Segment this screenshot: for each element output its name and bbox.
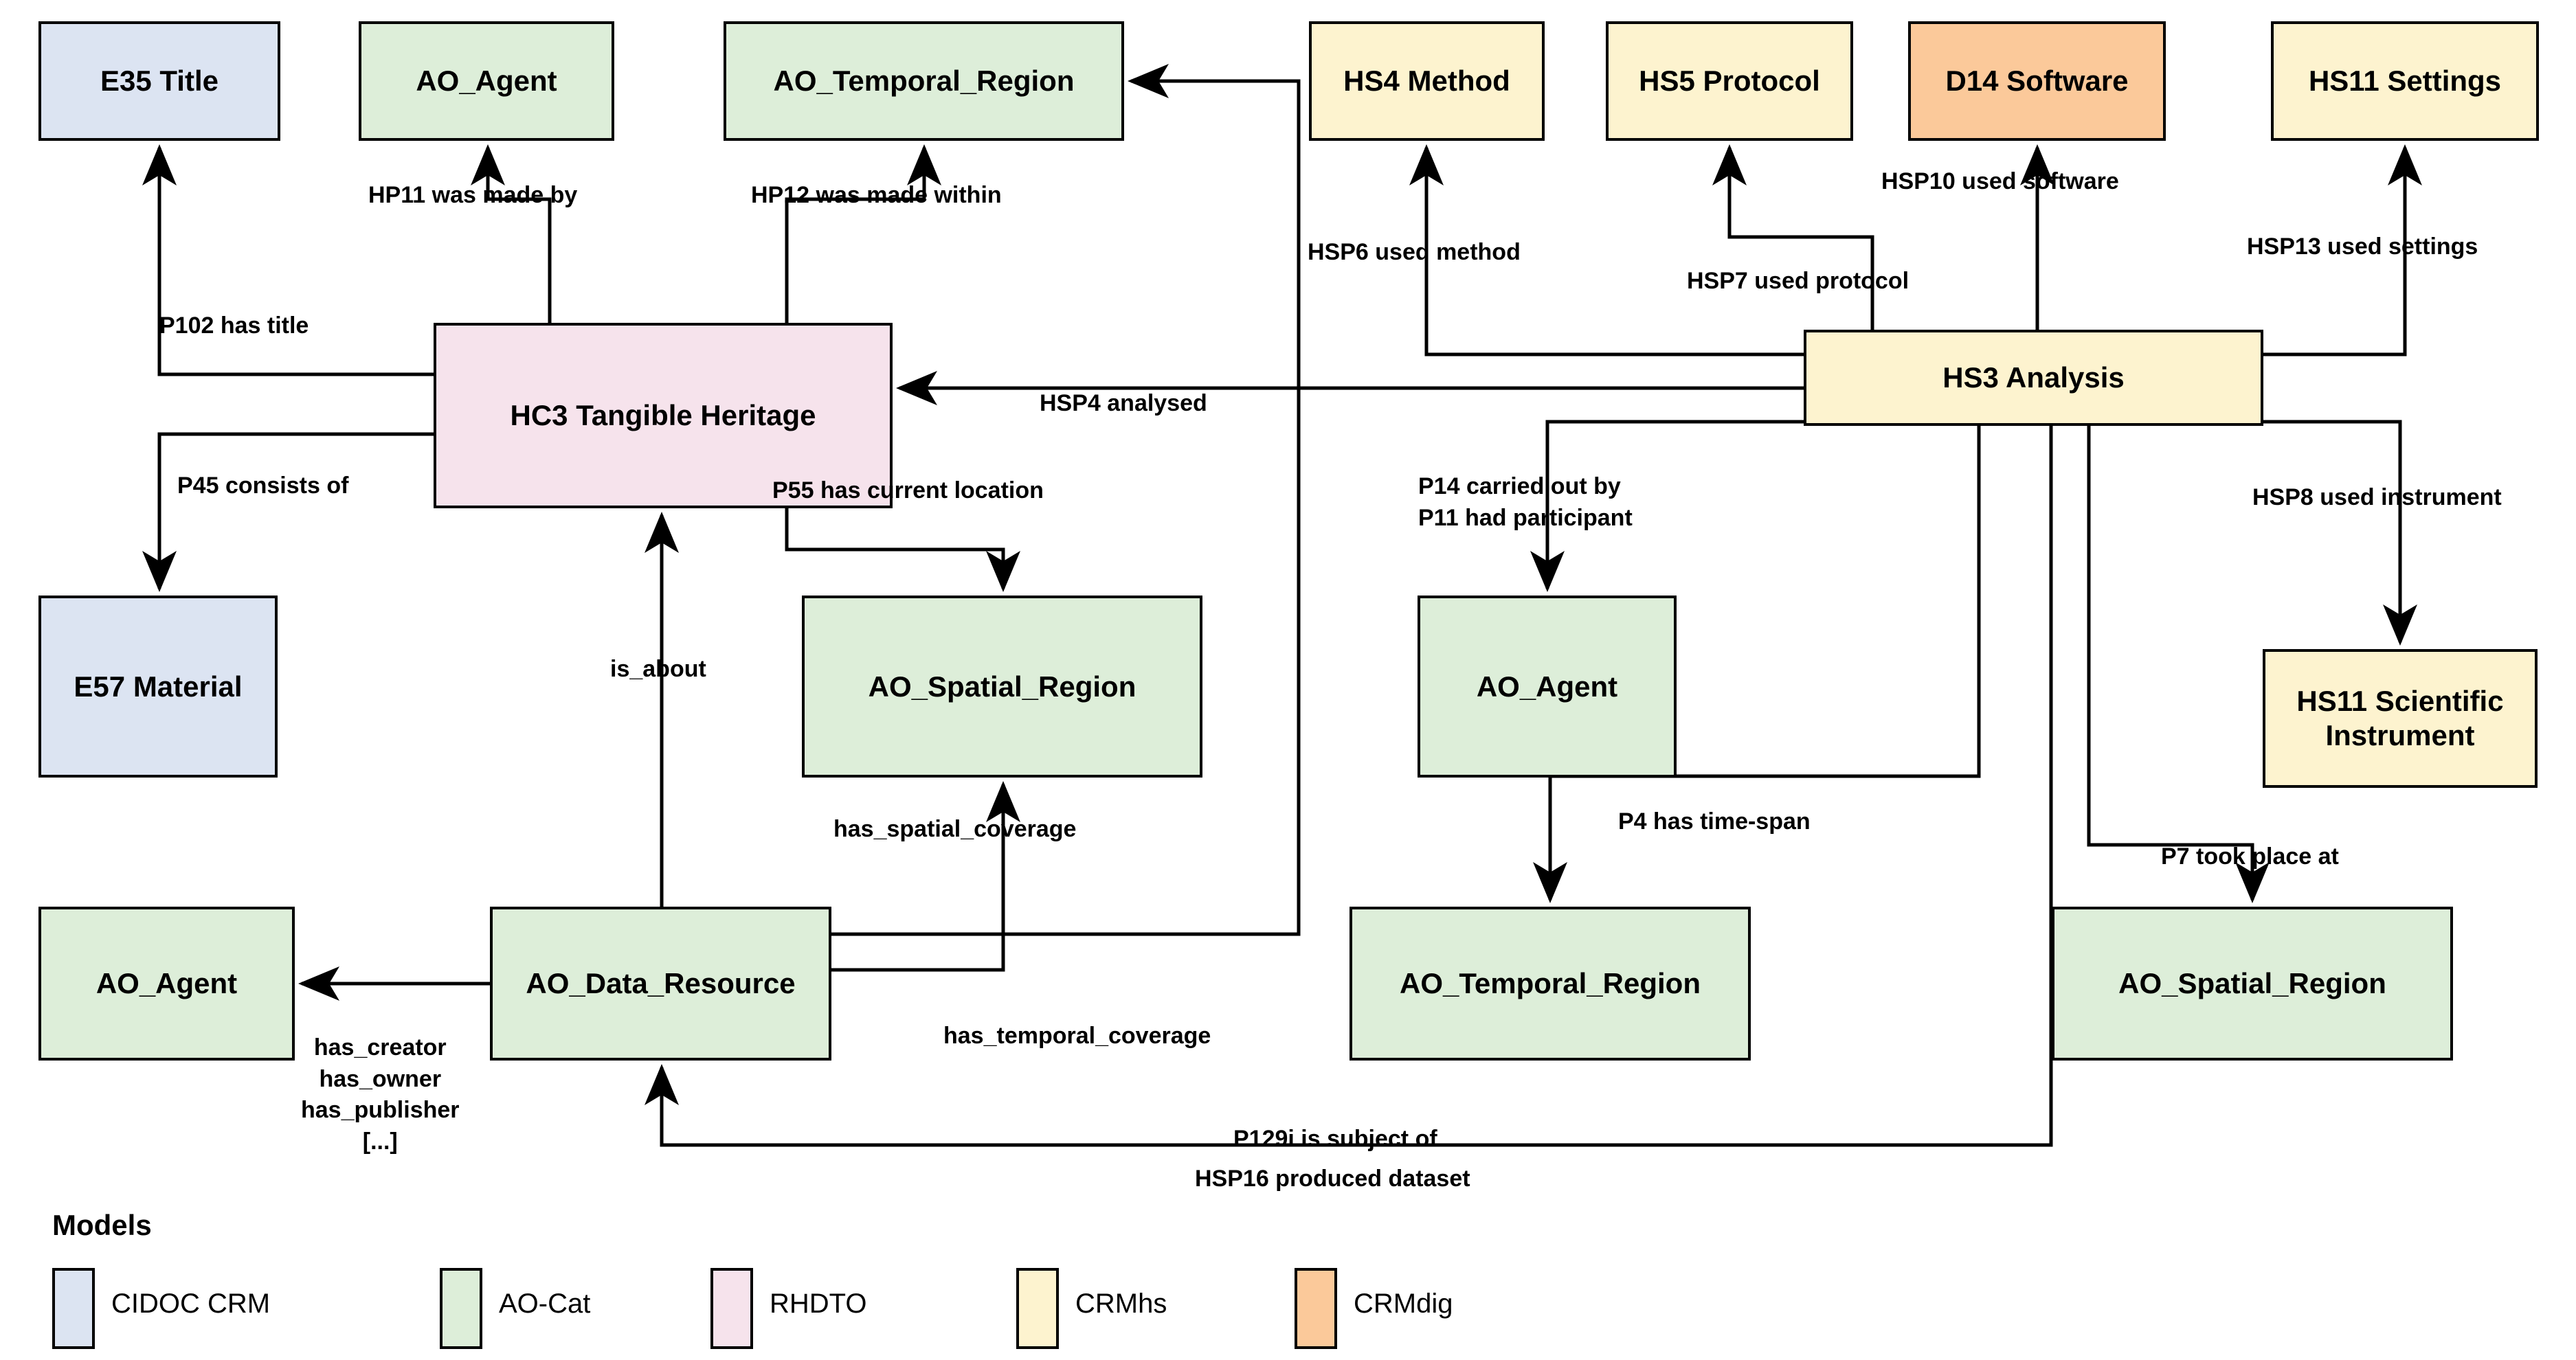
node-hs3-analysis[interactable]: HS3 Analysis bbox=[1804, 330, 2263, 426]
node-hc3-tangible-heritage[interactable]: HC3 Tangible Heritage bbox=[434, 323, 893, 508]
edge-label-has-temporal-coverage: has_temporal_coverage bbox=[943, 1023, 1211, 1049]
node-label: AO_Spatial_Region bbox=[2118, 967, 2386, 1000]
edge-p14-p11-agent bbox=[1530, 420, 1804, 592]
edge-label-p129i: P129i is subject of bbox=[1233, 1126, 1437, 1152]
node-label: HC3 Tangible Heritage bbox=[510, 399, 816, 432]
node-hs4-method[interactable]: HS4 Method bbox=[1309, 21, 1545, 141]
node-label: E57 Material bbox=[74, 670, 243, 703]
edge-hsp6-used-method bbox=[1409, 144, 1804, 356]
legend-swatch-ao-cat bbox=[440, 1268, 482, 1349]
node-label: AO_Agent bbox=[416, 65, 557, 98]
edge-label-is-about: is_about bbox=[610, 656, 706, 682]
node-label: AO_Data_Resource bbox=[526, 967, 796, 1000]
node-hs5-protocol[interactable]: HS5 Protocol bbox=[1606, 21, 1853, 141]
edge-hsp8-used-instrument bbox=[2263, 420, 2417, 646]
edge-label-has-spatial-coverage: has_spatial_coverage bbox=[833, 816, 1077, 842]
node-ao-data-resource[interactable]: AO_Data_Resource bbox=[490, 907, 831, 1061]
node-e35-title[interactable]: E35 Title bbox=[38, 21, 280, 141]
edge-hp11-was-made-by bbox=[471, 144, 552, 323]
edge-label-hp12: HP12 was made within bbox=[751, 182, 1002, 208]
edge-label-p7-took-place-at: P7 took place at bbox=[2161, 843, 2339, 870]
edge-p4-has-time-span bbox=[1533, 426, 1981, 903]
edge-p102-has-title bbox=[142, 144, 434, 376]
node-label: AO_Agent bbox=[96, 967, 238, 1000]
node-label: AO_Temporal_Region bbox=[773, 65, 1075, 98]
edge-label-p102: P102 has title bbox=[159, 313, 309, 339]
node-ao-agent-bottom[interactable]: AO_Agent bbox=[38, 907, 295, 1061]
legend-label-ao-cat: AO-Cat bbox=[499, 1289, 591, 1319]
edge-label-hsp4: HSP4 analysed bbox=[1040, 390, 1207, 416]
edge-label-hsp6: HSP6 used method bbox=[1308, 239, 1521, 265]
node-label: D14 Software bbox=[1945, 65, 2129, 98]
node-ao-spatial-region-mid[interactable]: AO_Spatial_Region bbox=[802, 596, 1202, 778]
node-d14-software[interactable]: D14 Software bbox=[1908, 21, 2166, 141]
edge-label-p4-has-time-span: P4 has time-span bbox=[1618, 808, 1811, 835]
edge-hsp7-used-protocol bbox=[1712, 144, 1874, 330]
edge-hp12-was-made-within bbox=[785, 144, 941, 323]
node-hs11-scientific-instrument[interactable]: HS11 Scientific Instrument bbox=[2263, 649, 2538, 788]
node-label: HS4 Method bbox=[1343, 65, 1510, 98]
edge-label-p14-p11: P14 carried out by P11 had participant bbox=[1418, 473, 1633, 531]
edge-label-hsp7: HSP7 used protocol bbox=[1687, 268, 1909, 294]
node-ao-temporal-region-bottom[interactable]: AO_Temporal_Region bbox=[1349, 907, 1751, 1061]
node-label: AO_Temporal_Region bbox=[1400, 967, 1701, 1000]
node-e57-material[interactable]: E57 Material bbox=[38, 596, 278, 778]
node-label: HS3 Analysis bbox=[1942, 361, 2125, 394]
legend-swatch-crmhs bbox=[1016, 1268, 1059, 1349]
edge-label-hsp8: HSP8 used instrument bbox=[2252, 484, 2502, 510]
legend-label-rhdto: RHDTO bbox=[770, 1289, 867, 1319]
edge-p45-consists-of bbox=[142, 432, 434, 592]
edge-has-temporal-coverage bbox=[831, 64, 1301, 936]
legend-swatch-rhdto bbox=[710, 1268, 753, 1349]
edge-p55-has-current-location bbox=[785, 508, 1020, 592]
edge-label-has-creator-group: has_creator has_owner has_publisher [...… bbox=[301, 1034, 460, 1155]
legend-title: Models bbox=[52, 1209, 152, 1241]
legend-swatch-crmdig bbox=[1295, 1268, 1337, 1349]
node-ao-agent-mid[interactable]: AO_Agent bbox=[1418, 596, 1677, 778]
edge-label-hsp10: HSP10 used software bbox=[1881, 168, 2119, 194]
edge-label-hp11: HP11 was made by bbox=[368, 182, 578, 208]
node-label: AO_Agent bbox=[1476, 670, 1618, 703]
node-label: E35 Title bbox=[100, 65, 219, 98]
legend-swatch-cidoc-crm bbox=[52, 1268, 95, 1349]
edge-label-p55: P55 has current location bbox=[772, 477, 1044, 503]
edge-label-hsp16: HSP16 produced dataset bbox=[1195, 1166, 1470, 1192]
edge-p7-took-place-at bbox=[2087, 426, 2270, 903]
edge-has-spatial-coverage bbox=[831, 781, 1020, 972]
edge-hsp13-used-settings bbox=[2263, 144, 2422, 356]
edge-p129i-hsp16-dataset bbox=[645, 426, 2053, 1147]
legend-label-crmdig: CRMdig bbox=[1354, 1289, 1453, 1319]
node-label: AO_Spatial_Region bbox=[868, 670, 1136, 703]
node-hs11-settings[interactable]: HS11 Settings bbox=[2271, 21, 2539, 141]
node-label: HS5 Protocol bbox=[1639, 65, 1820, 98]
edge-label-p45: P45 consists of bbox=[177, 473, 349, 499]
node-ao-temporal-region-top[interactable]: AO_Temporal_Region bbox=[724, 21, 1124, 141]
node-label: HS11 Settings bbox=[2308, 65, 2502, 98]
node-ao-spatial-region-bottom[interactable]: AO_Spatial_Region bbox=[2052, 907, 2453, 1061]
node-ao-agent-top[interactable]: AO_Agent bbox=[359, 21, 614, 141]
legend-label-cidoc-crm: CIDOC CRM bbox=[111, 1289, 271, 1319]
legend-label-crmhs: CRMhs bbox=[1075, 1289, 1167, 1319]
node-label: HS11 Scientific Instrument bbox=[2296, 685, 2504, 751]
edge-label-hsp13: HSP13 used settings bbox=[2247, 234, 2478, 260]
